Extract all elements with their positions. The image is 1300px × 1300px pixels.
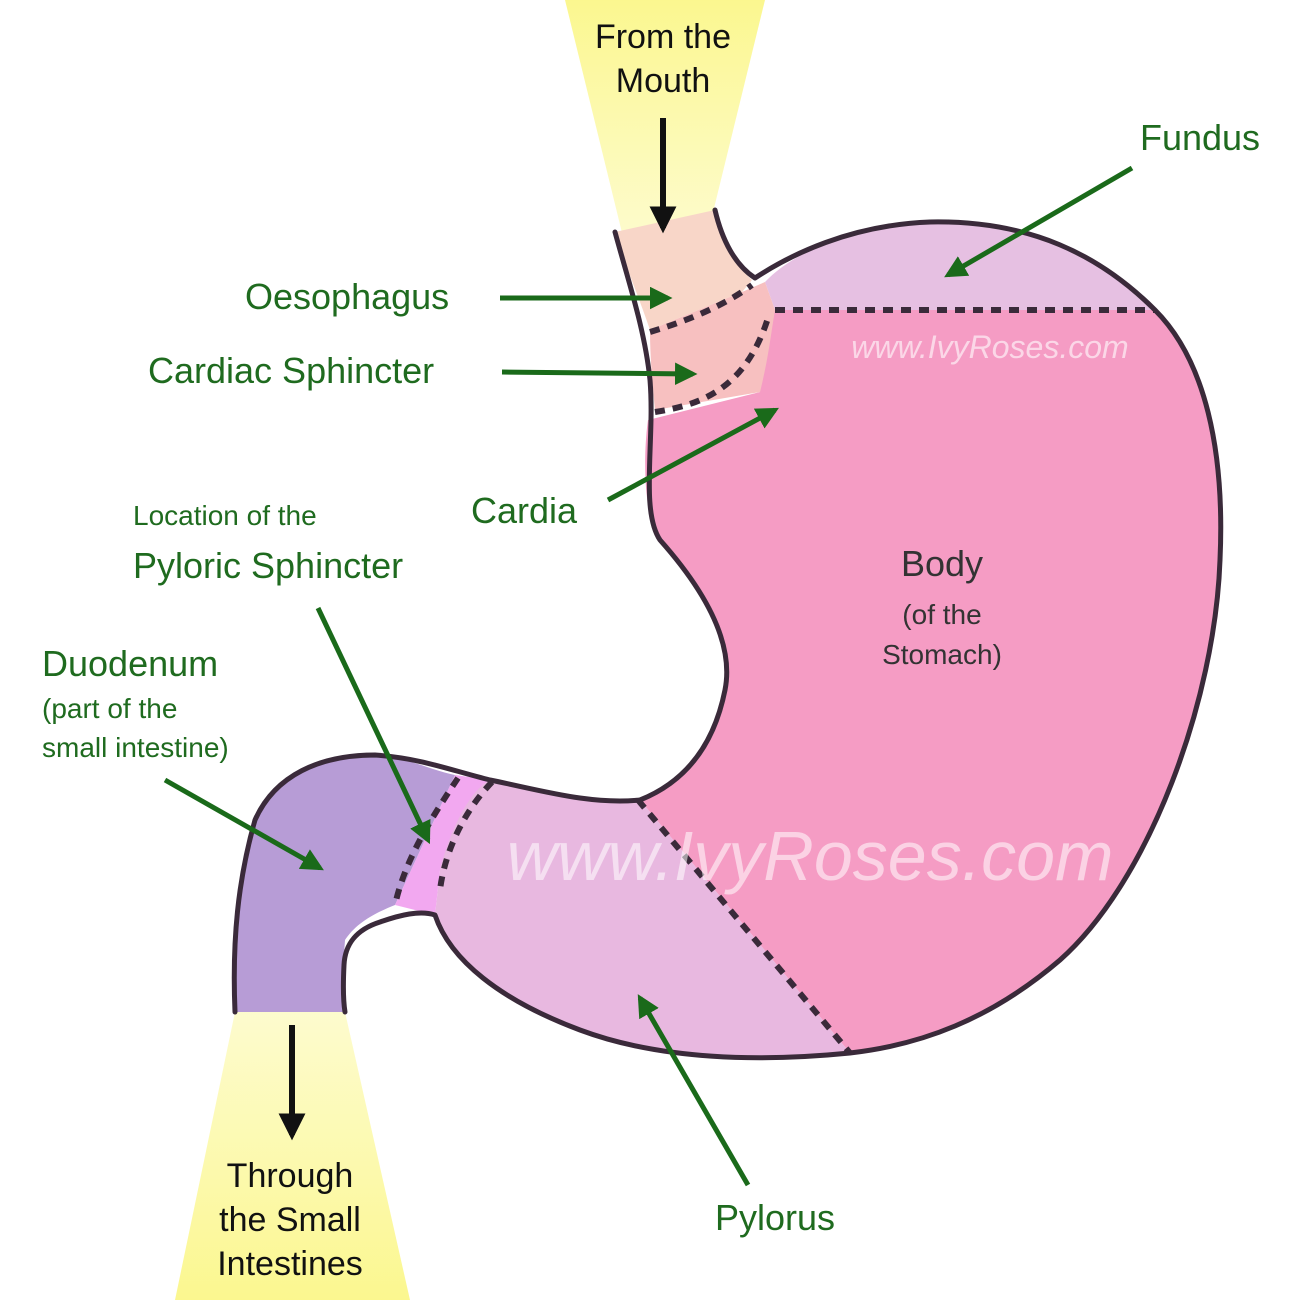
from-mouth-label-line1: From the [595, 18, 731, 56]
stomach-body-region [640, 282, 1221, 1053]
pylorus-region [435, 780, 850, 1058]
pyloric-location-label-line1: Location of the [133, 500, 317, 531]
pylorus-label: Pylorus [715, 1197, 835, 1238]
from-mouth-label-line2: Mouth [616, 62, 711, 100]
pyloric-sphincter-region [395, 775, 490, 915]
pylorus-boundary [635, 798, 853, 1055]
cardia-boundary [654, 317, 771, 415]
duodenum-region [234, 755, 455, 1012]
cardia-pointer [606, 407, 779, 503]
watermark-small: www.IvyRoses.com [851, 329, 1128, 365]
body-label: Body [901, 543, 983, 584]
through-small-label-line3: Intestines [217, 1245, 363, 1283]
pyloric-boundary-right [437, 779, 495, 891]
through-small-label-line1: Through [227, 1157, 354, 1195]
pyloric-sphincter-pointer [315, 606, 431, 845]
through-small-label-line2: the Small [219, 1201, 361, 1239]
duodenum-sub-label-line2: small intestine) [42, 732, 229, 763]
fundus-label: Fundus [1140, 117, 1260, 158]
body-sub-label-line2: Stomach) [882, 639, 1002, 670]
oesophagus-boundary [649, 282, 754, 335]
cardiac-sphincter-label: Cardiac Sphincter [148, 350, 434, 391]
intestine-glow [175, 1012, 410, 1300]
pointer-arrows [163, 165, 1134, 1187]
duodenum-pointer [163, 777, 324, 871]
watermark-large: www.IvyRoses.com [507, 817, 1114, 895]
cardiac-sphincter-pointer [501, 362, 698, 386]
pylorus-pointer [637, 994, 751, 1187]
body-sub-label-line1: (of the [902, 599, 981, 630]
duodenum-label: Duodenum [42, 643, 218, 684]
duodenum-sub-label-line1: (part of the [42, 693, 177, 724]
pyloric-location-label-line2: Pyloric Sphincter [133, 545, 403, 586]
cardia-label: Cardia [471, 490, 578, 531]
fundus-pointer [944, 165, 1134, 278]
oesophagus-label: Oesophagus [245, 276, 449, 317]
